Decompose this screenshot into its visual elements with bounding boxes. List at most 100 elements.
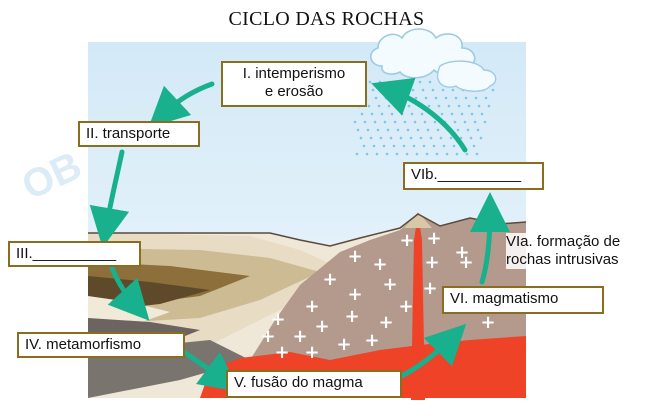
rain-drop [394,96,398,100]
magma-conduit [411,214,425,400]
rain-drop [422,144,426,148]
rain-drop [362,144,366,148]
rain-drop [360,112,364,116]
label-transport: II. transporte [78,121,200,147]
rain-drop [418,80,422,84]
rain-drop [390,112,394,116]
rain-drop [398,80,402,84]
label-metamorphism: IV. metamorfismo [17,332,185,358]
plus-sign: + [344,306,359,327]
rain-drop [483,120,487,124]
label-intrusive-line2: rochas intrusivas [506,251,619,268]
rain-drop [428,80,432,84]
rain-drop [393,120,397,124]
rain-drop [469,136,473,140]
rain-drop [372,144,376,148]
arrow-transport-to-sediment [89,149,130,248]
rain-drop [472,144,476,148]
plus-sign: + [274,342,289,363]
plus-sign: + [378,312,393,333]
rain-drop [470,112,474,116]
rain-drop [401,88,405,92]
rain-drop [355,152,359,156]
rain-drop [425,152,429,156]
rain-drop [466,128,470,132]
rain-drop [399,136,403,140]
rain-drop [475,152,479,156]
label-sediment-blank: III.__________ [8,241,141,267]
rain-drop [403,120,407,124]
rain-drop [388,80,392,84]
cycle-arrows [89,77,510,392]
rain-drop [413,120,417,124]
rain-drop [405,152,409,156]
rain-drop [367,104,371,108]
rain-drop [359,136,363,140]
arrow-volcanic-to-weathering [371,77,468,153]
rain-drop [374,96,378,100]
diagram-title: CICLO DAS ROCHAS [228,8,425,30]
rain-drop [421,88,425,92]
rain-drop [440,112,444,116]
rain-drop [419,136,423,140]
rain-drop [411,88,415,92]
rain-drop [392,144,396,148]
plus-sign: + [372,254,387,275]
rain-drop [473,120,477,124]
plus-sign: + [336,334,351,355]
rain-drop [380,112,384,116]
rain-drop [412,144,416,148]
rain-drop [402,144,406,148]
rain-drop [386,128,390,132]
rain-drop [371,88,375,92]
plus-sign: + [399,230,414,251]
rain-drop [376,128,380,132]
rain-drop [373,120,377,124]
plus-sign: + [480,312,495,333]
plus-sign: + [364,330,379,351]
plus-sign: + [270,309,285,330]
rain-drop [451,88,455,92]
rain-drop [369,136,373,140]
rain-drop [382,144,386,148]
rain-drop [445,152,449,156]
rain-drop [408,80,412,84]
rain-drop [447,104,451,108]
rain-drop [479,136,483,140]
label-weathering-line2: e erosão [264,83,324,100]
rain-drop [474,96,478,100]
arrow-fusion-to-magmatism [395,323,467,381]
plus-sign: + [382,274,397,295]
rain-drop [437,104,441,108]
label-intrusive-formation: VIa. formação de rochas intrusivas [506,233,621,269]
rain-drop [449,136,453,140]
rain-drop [420,112,424,116]
rain-drop [453,120,457,124]
rain-drop [415,152,419,156]
label-magmatism: VI. magmatismo [442,286,604,314]
plus-sign: + [292,326,307,347]
rain-drop [416,128,420,132]
label-volcanic-blank: VIb.__________ [403,162,544,190]
rain-drop [366,128,370,132]
rain-drop [477,104,481,108]
arrow-sediment-to-metamorphism [107,265,150,321]
label-weathering-erosion: I. intemperismo e erosão [221,61,367,107]
rain-drop [426,128,430,132]
rain-drop [395,152,399,156]
rain-drop [406,128,410,132]
arrow-magmatism-to-intrusive [469,192,510,285]
rain-drop [407,104,411,108]
rain-drop [457,104,461,108]
rain-drop [460,112,464,116]
rain-drop [439,136,443,140]
rain-drop [463,120,467,124]
plus-sign: + [424,252,439,273]
rain-drop [429,136,433,140]
watermark-text: OB [15,143,88,208]
rain-drop [378,80,382,84]
rain-drop [442,144,446,148]
rain-drop [396,128,400,132]
plus-sign: + [304,296,319,317]
